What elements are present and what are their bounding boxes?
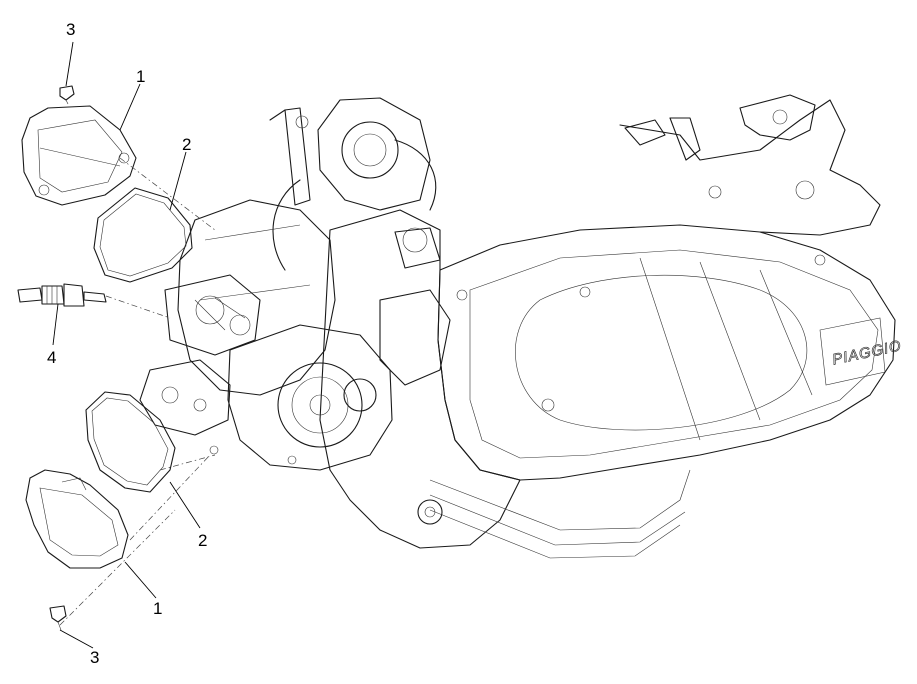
gasket-top [93, 187, 193, 283]
callout-numbers: 3 1 2 4 2 1 3 [47, 20, 207, 667]
alignment-lines [59, 157, 216, 626]
callout-1-top: 1 [136, 67, 145, 86]
callout-4: 4 [47, 348, 56, 367]
engine-assembly: PIAGGIO [139, 94, 904, 559]
valve-cover-bottom [25, 469, 129, 569]
callout-2-top: 2 [182, 135, 191, 154]
screw-top [59, 85, 75, 105]
callout-2-bottom: 2 [198, 531, 207, 550]
callout-3-top: 3 [66, 20, 75, 39]
spark-plug [17, 283, 107, 307]
callout-1-bottom: 1 [153, 599, 162, 618]
valve-cover-top [21, 105, 137, 206]
gasket-bottom [85, 391, 176, 493]
brand-mark: PIAGGIO [831, 337, 903, 368]
callout-3-bottom: 3 [90, 648, 99, 667]
leader-lines [52, 41, 201, 649]
screw-bottom [49, 605, 67, 631]
